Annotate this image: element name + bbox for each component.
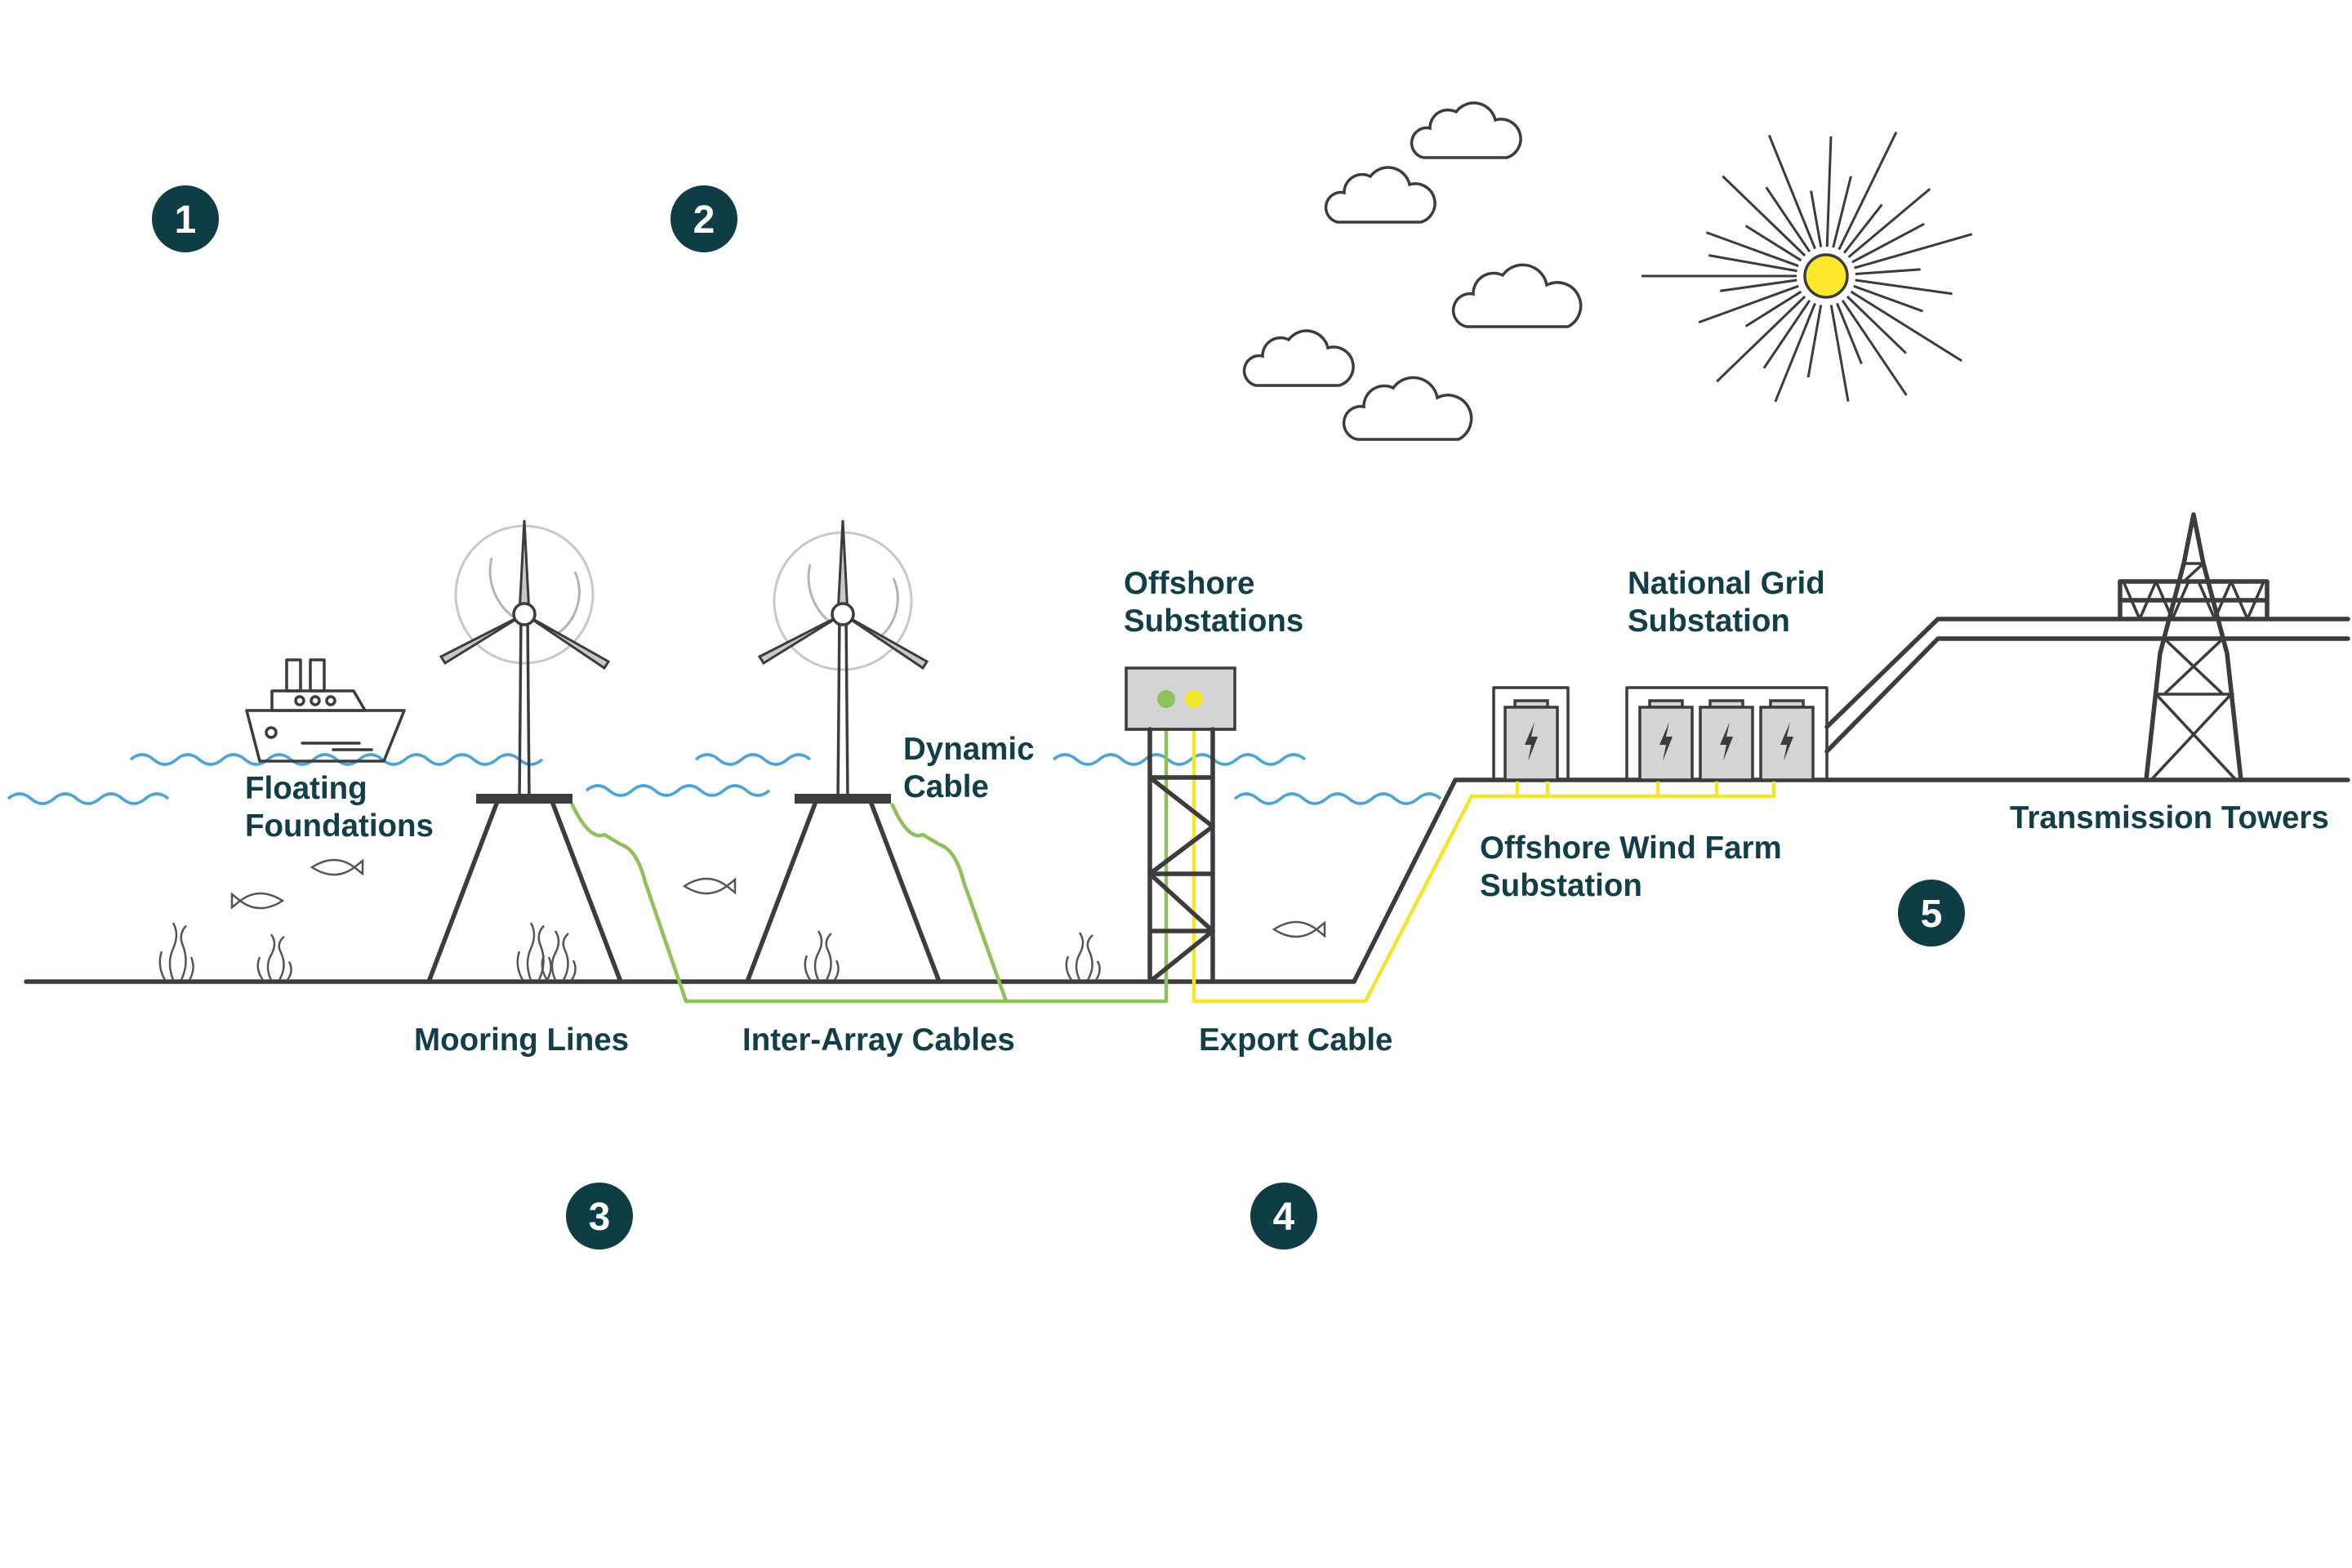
sun-ray — [1708, 254, 1797, 273]
label-inter-array-cables: Inter-Array Cables — [742, 1022, 1015, 1058]
fish-icon — [682, 877, 737, 895]
sun-ray — [1716, 295, 1806, 383]
sun-ray — [1705, 231, 1799, 268]
sun-ray — [1744, 290, 1802, 327]
wind-turbine-icon — [426, 519, 623, 984]
sun-ray — [1838, 131, 1898, 251]
sun-ray — [1841, 300, 1908, 396]
fish-icon — [1272, 920, 1326, 938]
sun-ray — [1853, 284, 1923, 313]
label-national-grid-substation: National Grid Substation — [1628, 566, 1833, 639]
svg-text:5: 5 — [1921, 893, 1943, 936]
label-transmission-towers: Transmission Towers — [2010, 800, 2329, 835]
substation-cabinet — [1638, 699, 1694, 782]
sun-ray — [1762, 300, 1811, 369]
label-offshore-substations: Offshore Substations — [1124, 566, 1303, 639]
sun-ray — [1855, 268, 1921, 275]
seaweed-blade — [256, 933, 292, 981]
sun-ray — [1698, 284, 1799, 324]
sun-ray — [1851, 222, 1925, 264]
label-floating-foundations: Floating Foundations — [245, 771, 434, 844]
sun-ray — [1847, 188, 1931, 259]
offshore-substation-icon — [1125, 666, 1236, 984]
transmission-tower-icon — [1824, 512, 2350, 782]
seaweed-icon — [158, 922, 1101, 981]
sun-ray — [1825, 136, 1833, 247]
seaweed-blade — [516, 922, 552, 981]
sun-ray — [1836, 302, 1863, 365]
substation-cabinet — [1699, 699, 1754, 782]
fish-icon — [310, 858, 364, 876]
sun-ray — [1744, 225, 1802, 262]
label-dynamic-cable: Dynamic Cable — [903, 732, 1043, 804]
sun-ray — [1767, 134, 1816, 250]
lightning-icon — [1720, 722, 1733, 761]
cloud-icon — [1324, 166, 1437, 224]
sea-surface — [7, 753, 1442, 805]
cloud-icon — [1342, 376, 1473, 441]
sun-ray — [1720, 278, 1797, 292]
sun-ray — [1854, 233, 1973, 270]
svg-text:3: 3 — [589, 1196, 611, 1239]
substation-cabinet — [1759, 699, 1815, 782]
label-mooring-lines: Mooring Lines — [414, 1022, 629, 1058]
sun-ray — [1832, 176, 1852, 248]
sun-ray — [1855, 278, 1953, 296]
seabed-and-land — [24, 777, 2350, 984]
seaweed-blade — [541, 930, 577, 981]
marker-3: 3 — [566, 1183, 633, 1250]
svg-text:4: 4 — [1273, 1196, 1295, 1239]
sun-ray — [1765, 186, 1811, 252]
sun-ray — [1810, 190, 1823, 247]
sun-ray — [1846, 295, 1907, 354]
marker-2: 2 — [670, 185, 737, 252]
lightning-icon — [1780, 722, 1793, 761]
sun-ray — [1829, 305, 1850, 402]
svg-text:1: 1 — [175, 198, 197, 242]
fish-icon — [230, 892, 285, 910]
ship-icon — [245, 658, 406, 763]
sun-ray — [1806, 305, 1823, 378]
cloud-icon — [1242, 329, 1355, 387]
sun-ray — [1850, 290, 1963, 363]
svg-text:2: 2 — [693, 198, 715, 242]
label-offshore-wind-farm-substation: Offshore Wind Farm Substation — [1480, 831, 1790, 903]
label-export-cable: Export Cable — [1199, 1022, 1392, 1058]
seaweed-blade — [1065, 932, 1101, 981]
seaweed-blade — [804, 930, 840, 981]
wind-turbine-icon — [745, 519, 942, 984]
seaweed-blade — [158, 922, 194, 981]
inter-array-cables — [569, 701, 1169, 1004]
marker-4: 4 — [1250, 1183, 1317, 1250]
sun-ray — [1842, 203, 1883, 254]
substation-cabinet — [1503, 699, 1559, 782]
lightning-icon — [1659, 722, 1673, 761]
substation-icon — [1492, 686, 1829, 782]
sun-ray — [1722, 175, 1806, 257]
cloud-icon — [1410, 101, 1522, 159]
lightning-icon — [1525, 722, 1538, 761]
sun-ray — [1774, 302, 1816, 403]
sun-icon — [1642, 131, 1973, 403]
marker-5: 5 — [1898, 880, 1965, 947]
marker-1: 1 — [152, 185, 219, 252]
cloud-icon — [1451, 263, 1583, 328]
